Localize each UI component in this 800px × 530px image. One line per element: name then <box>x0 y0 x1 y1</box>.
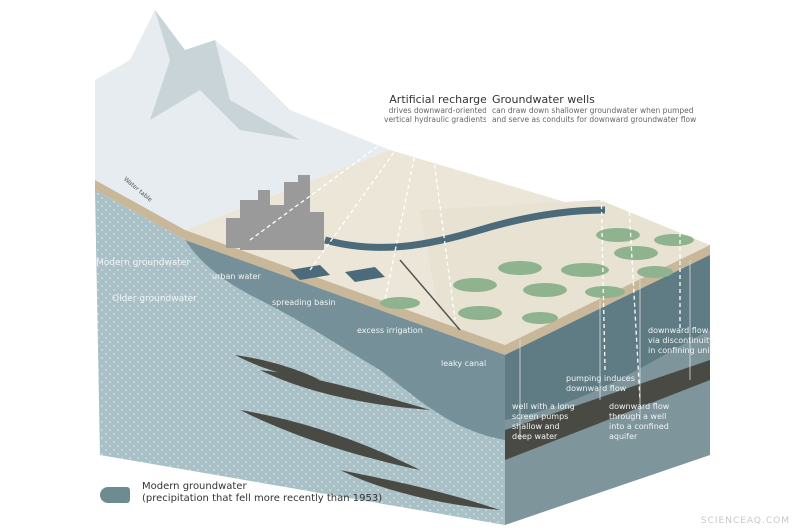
clay-lens <box>340 470 500 510</box>
artificial-recharge-callout: Artificial recharge drives downward-orie… <box>378 90 493 127</box>
callout-text: and serve as conduits for downward groun… <box>492 115 697 124</box>
callout-title: Groundwater wells <box>492 93 595 106</box>
modern-groundwater-plume <box>185 240 505 440</box>
groundwater-wells-callout: Groundwater wells can draw down shallowe… <box>486 90 703 127</box>
clay-lens <box>235 355 320 380</box>
excess-irrigation-label: excess irrigation <box>357 326 423 335</box>
label-line: downward flow <box>609 402 670 411</box>
legend-subtitle: (precipitation that fell more recently t… <box>142 493 383 504</box>
canal <box>399 259 461 331</box>
confining-unit <box>505 360 710 460</box>
label-line: downward flow <box>566 384 627 393</box>
clay-lens <box>240 410 420 470</box>
callout-text: vertical hydraulic gradients <box>384 115 487 124</box>
callout-title: Artificial recharge <box>389 93 487 106</box>
watermark: SCIENCEAQ.COM <box>700 516 790 526</box>
label-line: through a well <box>609 412 667 421</box>
label-line: pumping induces <box>566 374 635 383</box>
label-line: in confining unit <box>648 346 713 355</box>
callout-text: drives downward-oriented <box>388 106 487 115</box>
label-line: well with a long <box>512 402 575 411</box>
modern-groundwater-right <box>505 255 710 420</box>
mountain-shadow <box>150 10 300 140</box>
legend-swatch <box>100 487 130 503</box>
river <box>324 206 606 251</box>
label-line: via discontinuity <box>648 336 714 345</box>
clay-lens <box>260 370 430 410</box>
label-line: deep water <box>512 432 558 441</box>
label-line: into a confined <box>609 422 669 431</box>
city-buildings <box>226 175 324 250</box>
soil-layer <box>95 180 505 355</box>
urban-water-label: urban water <box>212 272 261 281</box>
label-line: screen pumps <box>512 412 569 421</box>
spreading-basin <box>345 267 385 282</box>
label-line: aquifer <box>609 432 638 441</box>
label-line: shallow and <box>512 422 560 431</box>
label-line: downward flow <box>648 326 709 335</box>
leaky-canal-label: leaky canal <box>441 359 487 368</box>
modern-groundwater-label: Modern groundwater <box>96 258 191 268</box>
older-groundwater-label: Older groundwater <box>112 294 197 304</box>
legend-title: Modern groundwater <box>142 481 247 492</box>
wells <box>519 260 691 440</box>
legend-text: Modern groundwater (precipitation that f… <box>142 481 382 505</box>
spreading-basin <box>290 265 330 280</box>
irrigated-fields <box>380 228 694 324</box>
recharge-arrows <box>249 129 681 401</box>
spreading-basin-label: spreading basin <box>272 298 336 307</box>
callout-text: can draw down shallower groundwater when… <box>492 106 694 115</box>
